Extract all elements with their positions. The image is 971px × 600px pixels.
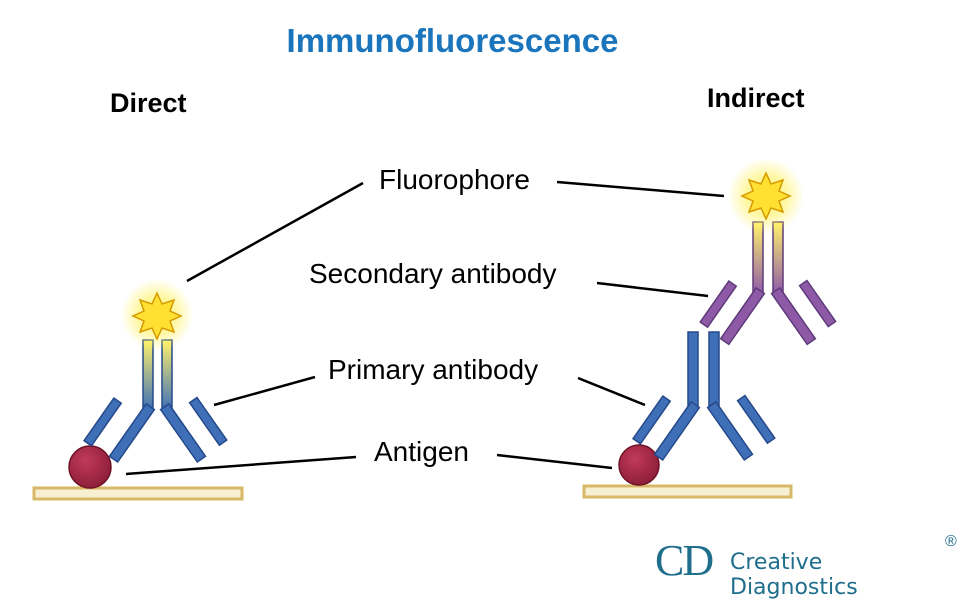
fluorophore-indirect xyxy=(740,171,792,221)
leader-antigen-direct xyxy=(125,455,357,476)
leader-primary-direct xyxy=(213,375,316,407)
leader-lines xyxy=(125,180,725,476)
primary-antibody-direct xyxy=(83,339,228,464)
logo-mark: CD xyxy=(655,536,714,585)
primary-antibody-indirect-light-left xyxy=(632,395,672,445)
primary-antibody-indirect-heavy-right xyxy=(708,331,720,409)
leader-primary-indirect xyxy=(577,376,646,407)
fluorophore-direct xyxy=(131,291,183,341)
slide-direct xyxy=(32,486,244,501)
primary-antibody-direct-arm-left xyxy=(108,402,156,464)
leader-fluorophore-indirect xyxy=(556,180,725,198)
slide-indirect xyxy=(582,484,793,499)
antigen-direct xyxy=(68,445,112,489)
primary-antibody-direct-light-left xyxy=(83,397,123,447)
diagram-title: Immunofluorescence xyxy=(286,22,619,59)
primary-antibody-indirect xyxy=(632,331,776,462)
primary-antibody-direct-heavy-right xyxy=(161,339,173,411)
primary-antibody-indirect-heavy-left xyxy=(687,331,699,409)
logo-name: Creative Diagnostics xyxy=(730,550,858,600)
leader-fluorophore-direct xyxy=(186,181,364,283)
primary-antibody-indirect-light-right xyxy=(736,394,776,445)
label-antigen: Antigen xyxy=(374,436,469,467)
primary-antibody-indirect-arm-left xyxy=(653,400,701,462)
secondary-antibody-arm-left xyxy=(719,286,766,346)
indirect-assay xyxy=(582,158,837,499)
direct-assay xyxy=(32,279,244,501)
antigen-indirect xyxy=(618,444,660,486)
registered-mark: ® xyxy=(945,533,957,550)
primary-antibody-direct-arm-right xyxy=(159,402,207,464)
direct-heading: Direct xyxy=(110,88,187,118)
primary-antibody-direct-light-right xyxy=(188,396,228,447)
secondary-antibody-arm-right xyxy=(770,286,817,346)
indirect-heading: Indirect xyxy=(707,83,805,113)
primary-antibody-indirect-arm-right xyxy=(706,400,754,462)
label-primary-antibody: Primary antibody xyxy=(328,354,539,385)
secondary-antibody-light-left xyxy=(699,280,738,329)
leader-secondary xyxy=(596,281,709,298)
label-fluorophore: Fluorophore xyxy=(379,164,530,195)
label-secondary-antibody: Secondary antibody xyxy=(309,258,557,289)
secondary-antibody-light-right xyxy=(798,279,837,328)
secondary-antibody xyxy=(699,221,837,346)
leader-antigen-indirect xyxy=(496,453,613,470)
